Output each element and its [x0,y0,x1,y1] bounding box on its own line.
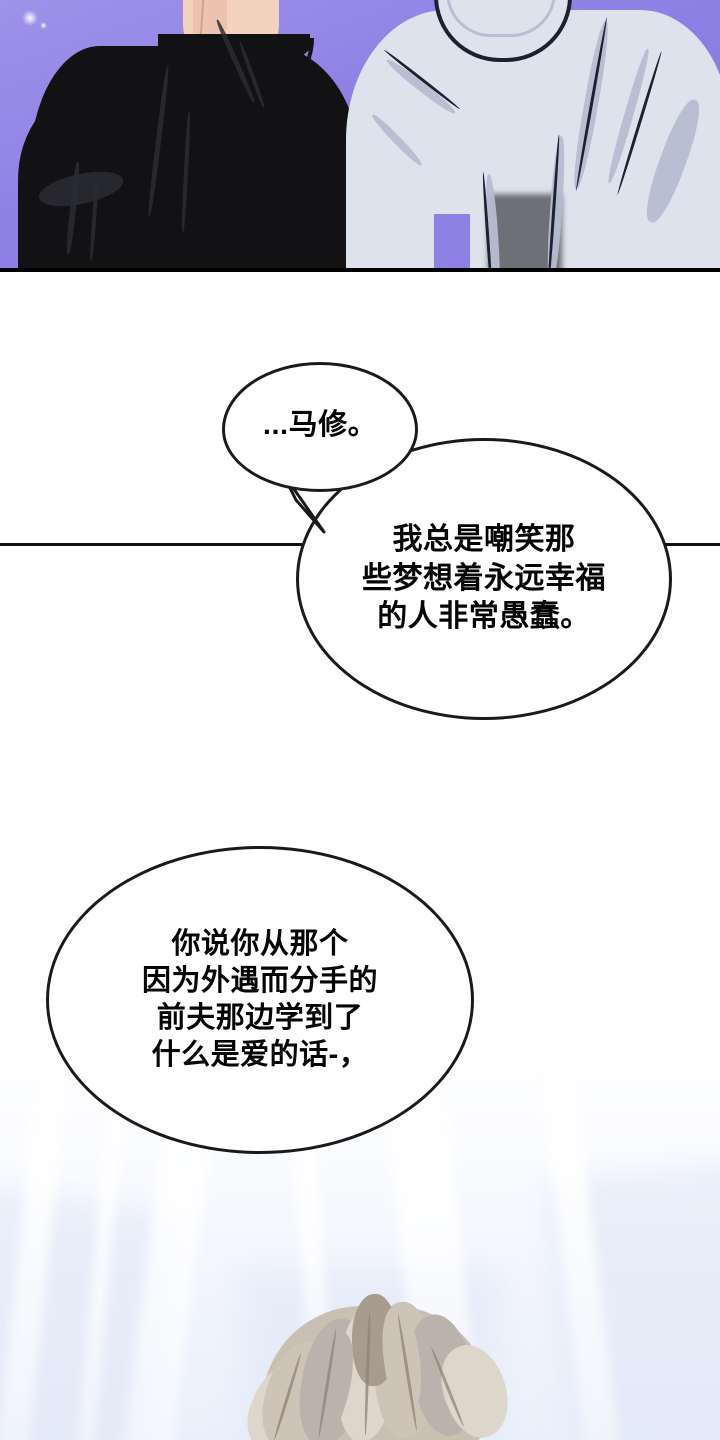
sparkle-icon [22,10,38,26]
figure-white-sweater [338,0,720,272]
figure-black-shirt [18,0,368,272]
panel-divider-line-left [0,543,302,546]
panel-top [0,0,720,272]
speech-bubble-2-text: 我总是嘲笑那 些梦想着永远幸福 的人非常愚蠢。 [362,523,606,634]
panel-border [0,268,720,272]
background-gap [434,214,470,272]
speech-bubble-3-text: 你说你从那个 因为外遇而分手的 前夫那边学到了 什么是爱的话-， [141,927,378,1072]
speech-bubble-1-text: ...马修。 [262,409,378,442]
speech-bubble-3: 你说你从那个 因为外遇而分手的 前夫那边学到了 什么是爱的话-， [46,846,474,1154]
panel-divider-line-right [655,543,720,546]
character-head [236,1292,523,1440]
sparkle-icon [40,22,47,29]
speech-bubble-1: ...马修。 [222,362,418,492]
